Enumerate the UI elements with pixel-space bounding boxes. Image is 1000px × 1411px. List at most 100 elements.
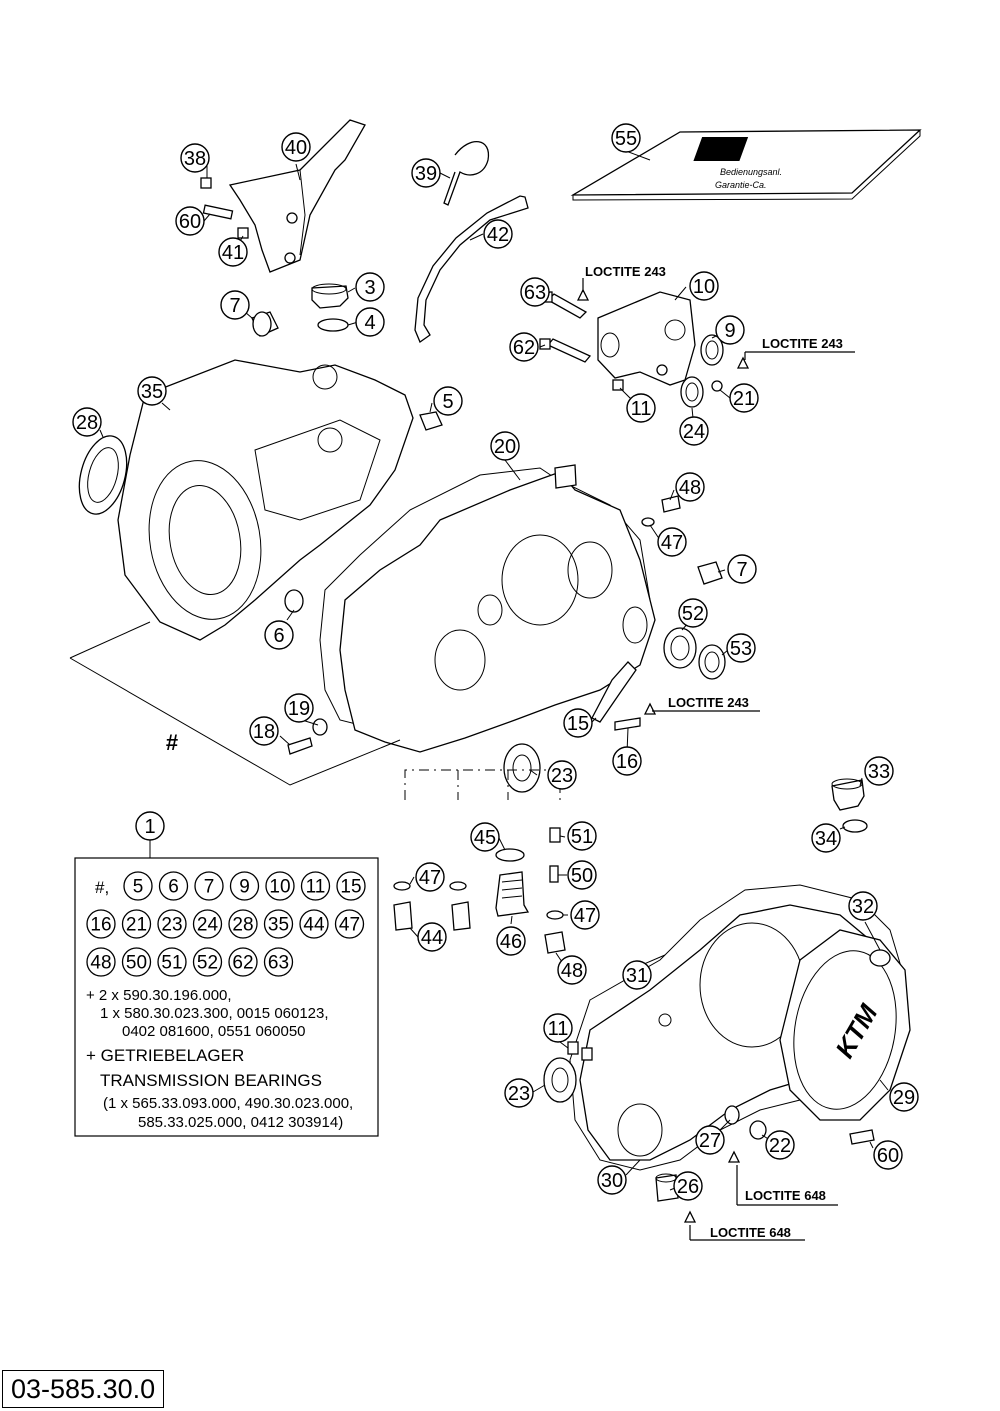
svg-text:52: 52 — [682, 603, 704, 625]
svg-text:21: 21 — [126, 915, 147, 936]
svg-text:55: 55 — [615, 128, 637, 150]
svg-text:41: 41 — [222, 242, 244, 264]
callout-11: 11 — [626, 393, 656, 423]
callout-42: 42 — [483, 219, 513, 249]
svg-text:23: 23 — [161, 915, 182, 936]
svg-text:42: 42 — [487, 224, 509, 246]
legend-part-52: 52 — [192, 947, 223, 977]
legend-part-63: 63 — [263, 947, 294, 977]
callout-40: 40 — [281, 132, 311, 162]
callout-19: 19 — [284, 693, 314, 723]
svg-text:48: 48 — [561, 960, 583, 982]
legend-part-16: 16 — [86, 909, 116, 939]
legend-line: 585.33.025.000, 0412 303914) — [138, 1114, 343, 1131]
bearing-23b — [543, 1057, 577, 1103]
svg-text:5: 5 — [442, 391, 453, 413]
callout-47: 47 — [415, 862, 445, 892]
svg-text:35: 35 — [268, 915, 289, 936]
callout-53: 53 — [726, 633, 756, 663]
seal-ring-28 — [78, 435, 128, 515]
svg-text:52: 52 — [197, 953, 218, 974]
svg-text:19: 19 — [288, 698, 310, 720]
callout-47: 47 — [657, 527, 687, 557]
callout-10: 10 — [689, 271, 719, 301]
callout-47: 47 — [570, 900, 600, 930]
callout-5: 5 — [433, 386, 463, 416]
legend-part-6: 6 — [158, 871, 189, 901]
callout-1: 1 — [135, 811, 165, 841]
loctite-label: LOCTITE 243 — [652, 695, 760, 712]
o-ring-4 — [317, 318, 349, 332]
callout-52: 52 — [678, 598, 708, 628]
svg-text:60: 60 — [179, 211, 201, 233]
part-drawings: Bedienungsanl. Garantie-Ca. — [69, 119, 922, 1223]
bearing-9 — [700, 334, 724, 366]
leader-lines — [99, 150, 889, 1191]
svg-text:11: 11 — [548, 1018, 569, 1040]
callout-48: 48 — [675, 472, 705, 502]
callout-24: 24 — [679, 416, 709, 446]
svg-text:LOCTITE 243: LOCTITE 243 — [585, 264, 666, 279]
legend-part-10: 10 — [265, 871, 295, 901]
svg-text:Garantie-Ca.: Garantie-Ca. — [715, 180, 767, 190]
svg-text:45: 45 — [474, 827, 496, 849]
callout-33: 33 — [864, 756, 894, 786]
svg-text:40: 40 — [285, 137, 307, 159]
svg-text:33: 33 — [868, 761, 890, 783]
svg-text:9: 9 — [239, 877, 250, 898]
booklet-55 — [570, 129, 922, 196]
svg-text:21: 21 — [733, 388, 755, 410]
svg-text:28: 28 — [76, 412, 98, 434]
svg-text:6: 6 — [273, 625, 284, 647]
svg-text:47: 47 — [419, 867, 441, 889]
legend-line: TRANSMISSION BEARINGS — [100, 1071, 322, 1090]
svg-text:7: 7 — [204, 877, 215, 898]
svg-text:1: 1 — [144, 816, 155, 838]
svg-text:46: 46 — [500, 931, 522, 953]
svg-text:6: 6 — [168, 877, 179, 898]
bearing-52 — [663, 627, 697, 669]
callout-44: 44 — [417, 922, 447, 952]
svg-text:53: 53 — [730, 638, 752, 660]
svg-text:LOCTITE 243: LOCTITE 243 — [668, 695, 749, 710]
legend-part-48: 48 — [86, 947, 116, 977]
legend-part-28: 28 — [228, 909, 258, 939]
svg-text:5: 5 — [133, 877, 144, 898]
svg-text:47: 47 — [574, 905, 596, 927]
svg-text:50: 50 — [571, 865, 593, 887]
svg-text:31: 31 — [626, 965, 648, 987]
svg-text:29: 29 — [893, 1087, 915, 1109]
legend-line: (1 x 565.33.093.000, 490.30.023.000, — [103, 1095, 353, 1112]
svg-text:34: 34 — [815, 828, 837, 850]
svg-text:44: 44 — [303, 915, 325, 936]
callout-63: 63 — [520, 277, 550, 307]
callout-18: 18 — [249, 716, 279, 746]
crankcase-left — [117, 359, 414, 641]
kit-group-outline — [69, 621, 401, 786]
legend-part-15: 15 — [336, 871, 366, 901]
svg-text:24: 24 — [683, 421, 705, 443]
bracket-40 — [228, 119, 366, 273]
svg-text:39: 39 — [415, 163, 437, 185]
callout-60: 60 — [175, 206, 205, 236]
svg-text:15: 15 — [567, 713, 589, 735]
plug-3 — [311, 285, 349, 309]
callout-45: 45 — [470, 822, 500, 852]
svg-text:7: 7 — [229, 295, 240, 317]
callout-30: 30 — [597, 1165, 627, 1195]
callout-6: 6 — [264, 620, 294, 650]
seal-24 — [680, 376, 704, 408]
svg-text:44: 44 — [421, 927, 443, 949]
svg-text:35: 35 — [141, 381, 163, 403]
svg-text:30: 30 — [601, 1170, 623, 1192]
svg-text:47: 47 — [339, 915, 360, 936]
legend-part-9: 9 — [229, 871, 260, 901]
callout-16: 16 — [612, 746, 642, 776]
svg-text:26: 26 — [677, 1176, 699, 1198]
svg-text:63: 63 — [268, 953, 289, 974]
loctite-label: LOCTITE 648 — [736, 1165, 838, 1206]
legend-line: 1 x 580.30.023.300, 0015 060123, — [100, 1005, 329, 1022]
svg-text:11: 11 — [631, 398, 652, 420]
